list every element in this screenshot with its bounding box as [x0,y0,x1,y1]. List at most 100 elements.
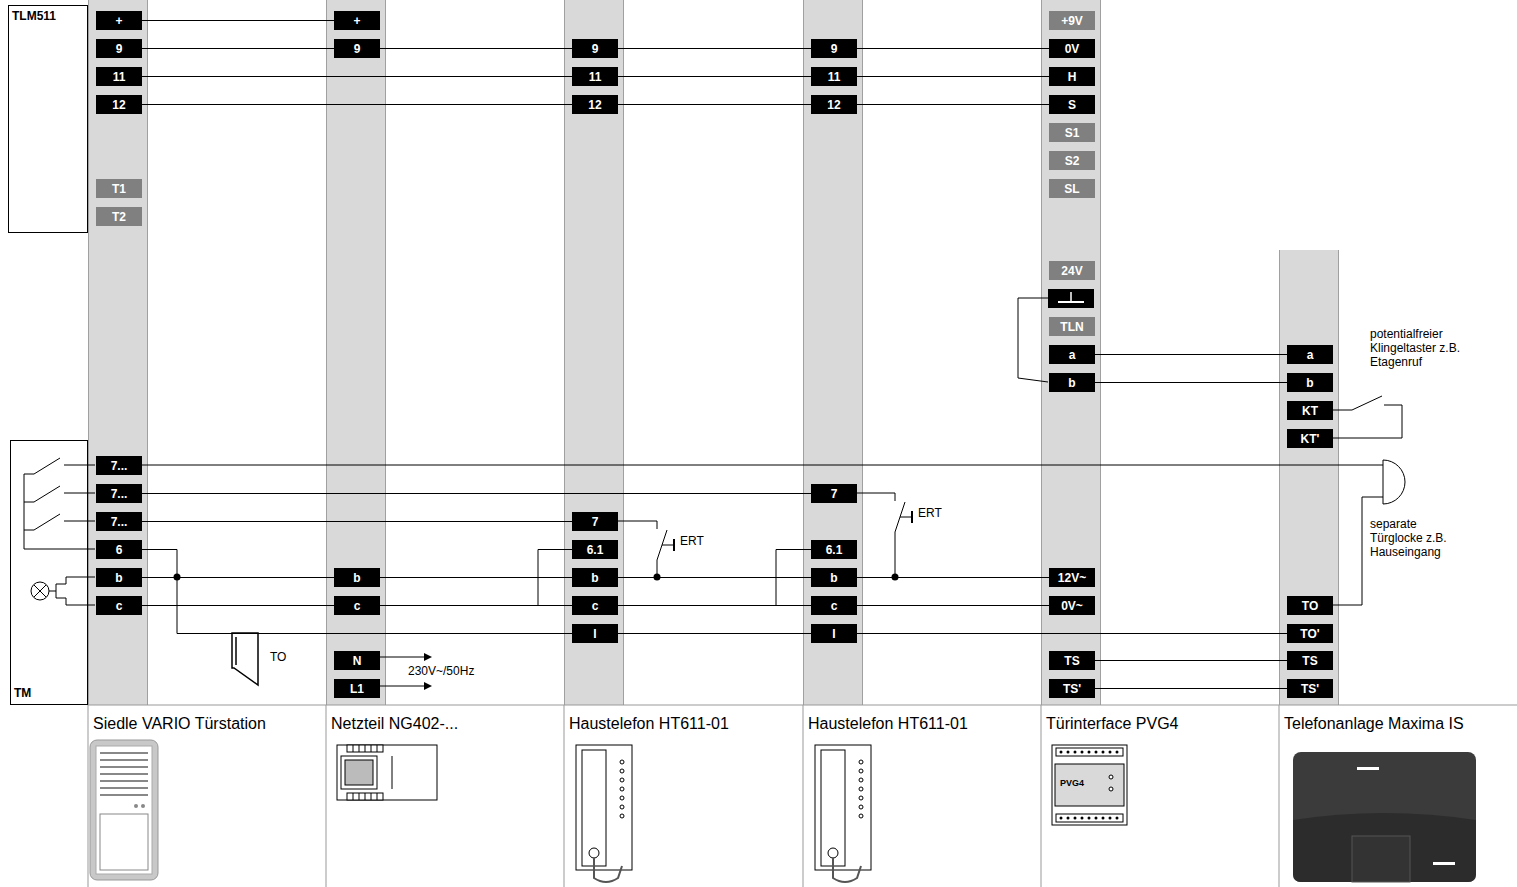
wire-connector [142,605,334,606]
door-station-illustration [100,780,148,782]
terminal-label: b [115,571,122,585]
terminal-block: TS [1049,651,1095,670]
phone-system-illustration [1357,767,1379,770]
wire-connector [142,20,334,21]
door-interface-illustration [1109,787,1113,791]
annotation-label: ERT [680,534,704,548]
door-station-illustration [141,804,145,808]
wire-connector [142,521,572,522]
terminal-block: 7 [811,484,857,503]
terminal-label: b [830,571,837,585]
terminal-label: N [353,654,362,668]
terminal-label: 11 [828,70,841,84]
terminal-label: 0V~ [1061,599,1083,613]
terminal-label: 12 [588,98,601,112]
annotation-label: separate Türglocke z.B. Hauseingang [1370,517,1472,559]
power-supply-illustration [371,793,372,800]
door-interface-illustration [1109,751,1112,754]
terminal-block: + [334,11,380,30]
door-interface-illustration [1052,745,1127,825]
phone-system-illustration [1293,752,1476,882]
terminal-block: 11 [96,67,142,86]
wire [141,465,1383,466]
terminal-label: 9 [354,42,361,56]
device-name: Haustelefon HT611-01 [808,715,968,733]
column-separators [88,705,89,887]
house-phone-illustration [589,848,599,858]
bell-symbol [1383,460,1405,504]
terminal-block: c [811,596,857,615]
house-phone-illustration [828,848,838,858]
terminal-label: 7... [111,459,128,473]
terminal-label: T1 [112,182,126,196]
terminal-label: 7... [111,487,128,501]
door-station-illustration [100,759,148,761]
terminal-block: 6.1 [572,540,618,559]
terminal-block: H [1049,67,1095,86]
phone-system-illustration [1352,836,1410,882]
wire [856,493,895,501]
wire [64,493,95,494]
power-supply-illustration [377,745,378,752]
terminal-label: T2 [112,210,126,224]
door-interface-illustration [1056,748,1123,756]
power-supply-illustration [371,745,372,752]
column-separators [564,705,565,887]
terminal-block: 0V~ [1049,596,1095,615]
power-supply-illustration [347,745,383,752]
wire-connector [776,550,811,606]
ground-terminal [1070,292,1072,302]
terminal-label: TS [1064,654,1079,668]
power-supply-illustration [337,745,437,800]
house-phone-illustration [859,787,863,791]
annotation-label: PVG4 [1060,778,1084,789]
door-interface-illustration [1056,814,1123,822]
door-interface-illustration [1102,751,1105,754]
door-station-illustration [100,752,148,754]
house-phone-illustration [859,796,863,800]
door-opener-symbol [232,633,258,685]
annotation-label: 230V~/50Hz [408,664,474,678]
terminal-block: KT' [1287,429,1333,448]
wire [1018,298,1048,382]
house-phone-illustration [620,796,624,800]
wire-connector [538,550,572,606]
device-strip: Telefonanlage Maxima ISabKTKT'TOTO'TSTS' [1279,250,1339,705]
door-interface-illustration [1109,817,1112,820]
terminal-label: 6.1 [826,543,843,557]
wire [1352,396,1382,410]
terminal-label: 7 [831,487,838,501]
device-strip: Netzteil NG402-...+9bcNL1 [326,0,386,705]
terminal-label: TO' [1300,627,1319,641]
house-phone-illustration [859,778,863,782]
annotation-label: TO [270,650,286,664]
terminal-block: b [572,568,618,587]
door-interface-illustration [1109,775,1113,779]
phone-system-illustration [1433,862,1455,865]
house-phone-illustration [859,805,863,809]
terminal-label: a [1307,348,1314,362]
lamp-symbol [31,582,49,600]
wire [34,486,60,502]
lamp-symbol [34,585,46,597]
terminal-label: 9 [592,42,599,56]
device-strip: Haustelefon HT611-019111276.1bcI [564,0,624,705]
house-phone-illustration [576,745,632,870]
terminal-block: 11 [811,67,857,86]
terminal-block: T2 [96,207,142,226]
wire [1325,410,1352,411]
wire [1325,405,1402,438]
terminal-block: b [96,568,142,587]
terminal-label: c [592,599,599,613]
terminal-label: 12 [112,98,125,112]
terminal-label: 9 [831,42,838,56]
terminal-block: I [572,624,618,643]
wire-connector [1095,354,1287,355]
device-name: Netzteil NG402-... [331,715,458,733]
door-interface-illustration [1067,751,1070,754]
wire [673,539,675,551]
door-interface-illustration [1074,751,1077,754]
door-interface-illustration [1088,817,1091,820]
house-phone-illustration [576,745,632,882]
terminal-block: c [572,596,618,615]
